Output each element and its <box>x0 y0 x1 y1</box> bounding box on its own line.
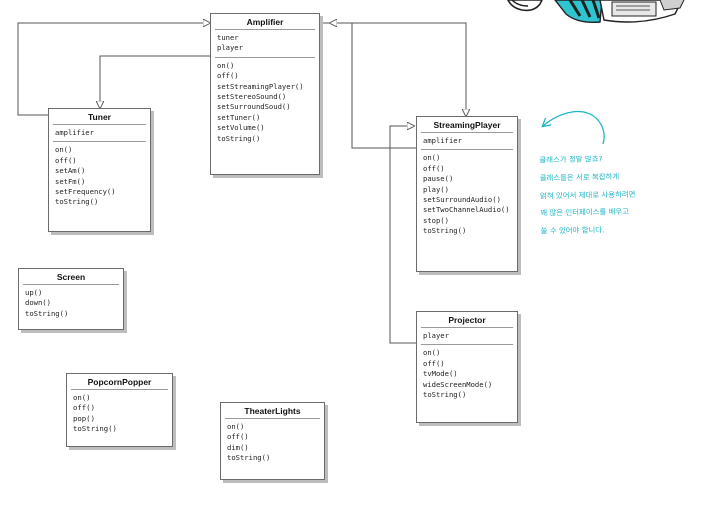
class-method: toString() <box>423 390 467 400</box>
class-method: off() <box>73 403 95 413</box>
class-method: toString() <box>227 453 271 463</box>
class-attribute: player <box>217 43 243 53</box>
class-method: on() <box>55 145 73 155</box>
class-method: toString() <box>25 308 69 318</box>
class-method: on() <box>227 422 245 431</box>
class-attribute: amplifier <box>55 128 94 137</box>
class-name: Screen <box>56 272 86 282</box>
class-box-projector: Projector player on()off()tvMode()wideSc… <box>416 311 518 423</box>
association-amplifier-tuner <box>100 55 210 108</box>
class-methods: on()off()tvMode()wideScreenMode()toStrin… <box>421 344 513 403</box>
class-method: on() <box>73 393 91 402</box>
class-method: setStreamingPlayer() <box>217 81 304 91</box>
class-method: pop() <box>73 413 95 423</box>
class-method: toString() <box>73 424 117 434</box>
class-attributes: player <box>421 327 513 344</box>
class-method: wideScreenMode() <box>423 379 493 389</box>
class-name: Tuner <box>88 112 111 122</box>
class-attributes: amplifier <box>53 124 146 141</box>
class-name: PopcornPopper <box>87 377 152 387</box>
class-method: off() <box>423 163 445 173</box>
class-method: dim() <box>227 442 249 452</box>
association-streamingplayer-amplifier <box>330 23 416 149</box>
class-attributes: amplifier <box>421 132 513 149</box>
class-method: pause() <box>423 174 454 184</box>
class-method: toString() <box>423 226 467 236</box>
class-method: play() <box>423 184 449 194</box>
class-method: setFrequency() <box>55 187 116 197</box>
class-methods: on()off()setAm()setFm()setFrequency()toS… <box>53 141 146 210</box>
class-method: off() <box>217 71 239 81</box>
class-method: setTwoChannelAudio() <box>423 205 510 215</box>
class-method: setStereoSound() <box>217 92 287 102</box>
class-methods: up()down()toString() <box>23 284 119 322</box>
handwritten-annotation: 클래스가 정말 많죠? 클래스들은 서로 복잡하게 얽혀 있어서 제대로 사용하… <box>539 149 706 241</box>
class-attribute: player <box>423 331 449 340</box>
class-method: setSurroundAudio() <box>423 195 501 205</box>
class-method: on() <box>423 348 441 358</box>
class-method: setTuner() <box>217 112 261 122</box>
class-attribute: amplifier <box>423 136 462 145</box>
class-attribute: tuner <box>217 33 239 42</box>
cartoon-illustration <box>507 0 685 24</box>
class-methods: on()off()setStreamingPlayer()setStereoSo… <box>215 56 315 147</box>
class-box-screen: Screen up()down()toString() <box>18 268 124 330</box>
class-method: on() <box>217 60 235 70</box>
class-method: down() <box>25 298 51 308</box>
class-box-popcornpopper: PopcornPopper on()off()pop()toString() <box>66 373 173 447</box>
class-method: setSurroundSoud() <box>217 102 291 112</box>
class-box-tuner: Tuner amplifier on()off()setAm()setFm()s… <box>48 108 151 232</box>
class-name: Amplifier <box>246 17 284 27</box>
class-box-streamingplayer: StreamingPlayer amplifier on()off()pause… <box>416 116 518 272</box>
annotation-arrow <box>543 110 605 145</box>
annotation-line: 쓸 수 있어야 합니다. <box>540 225 605 236</box>
class-method: on() <box>423 153 441 163</box>
class-method: tvMode() <box>423 369 458 379</box>
class-box-theaterlights: TheaterLights on()off()dim()toString() <box>220 402 325 480</box>
class-method: off() <box>55 155 77 165</box>
class-method: off() <box>423 358 445 368</box>
class-method: setFm() <box>55 176 86 186</box>
class-method: stop() <box>423 215 449 225</box>
class-methods: on()off()dim()toString() <box>225 418 320 467</box>
class-method: setAm() <box>55 166 86 176</box>
class-methods: on()off()pop()toString() <box>71 389 168 438</box>
class-method: setVolume() <box>217 123 265 133</box>
class-methods: on()off()pause()play()setSurroundAudio()… <box>421 149 513 239</box>
association-amplifier-streamingplayer <box>320 22 466 116</box>
class-name: StreamingPlayer <box>433 120 501 130</box>
class-method: up() <box>25 288 43 297</box>
class-name: Projector <box>448 315 486 325</box>
class-method: toString() <box>55 197 99 207</box>
class-method: toString() <box>217 133 261 143</box>
association-projector-streamingplayer <box>389 126 416 344</box>
class-name: TheaterLights <box>244 406 301 416</box>
association-tuner-amplifier <box>17 23 210 116</box>
class-method: off() <box>227 432 249 442</box>
